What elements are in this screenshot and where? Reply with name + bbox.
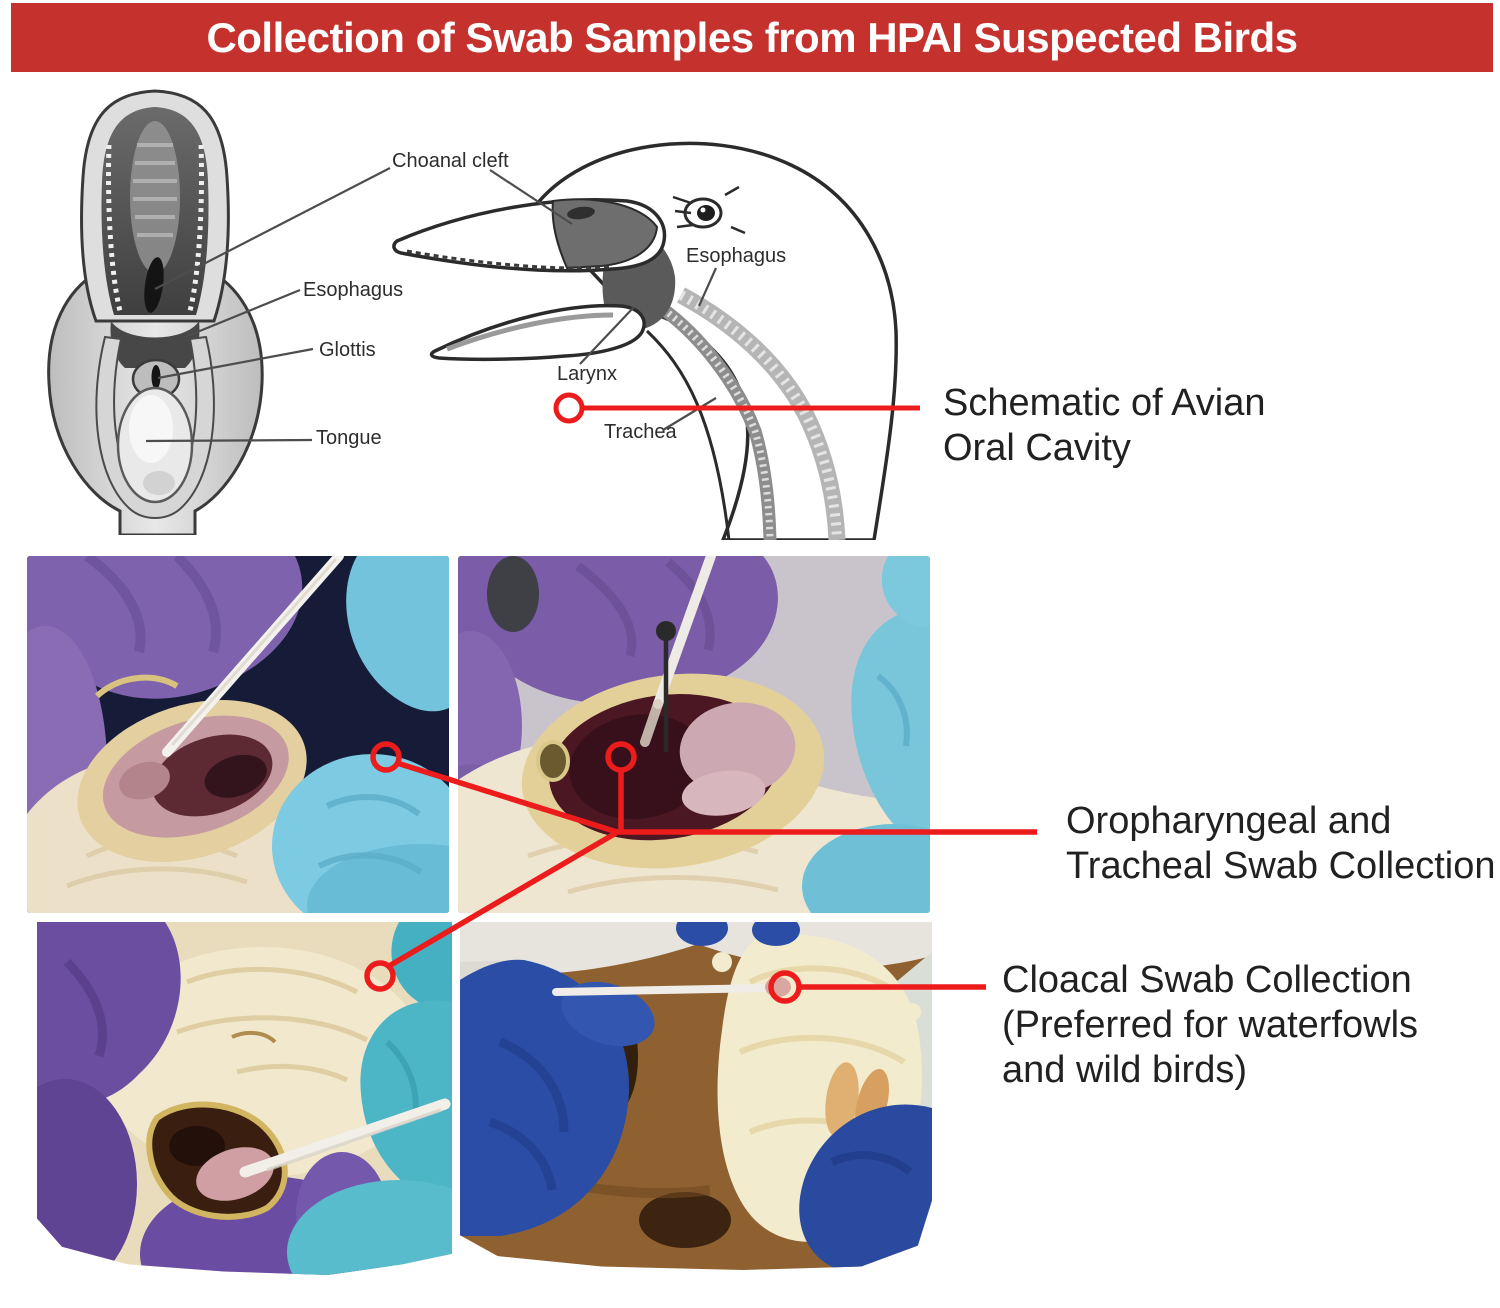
side-head-illustration <box>392 141 898 540</box>
callout-text-cloacal: Cloacal Swab Collection (Preferred for w… <box>1002 959 1419 1091</box>
callout-text-schematic: Schematic of Avian Oral Cavity <box>943 382 1266 469</box>
photo-cloacal-swab <box>460 922 932 1270</box>
label-esophagus-left: Esophagus <box>303 279 404 301</box>
label-larynx: Larynx <box>557 363 618 385</box>
label-esophagus-right: Esophagus <box>686 245 787 267</box>
photo-oropharyngeal-swab-2 <box>458 556 930 913</box>
title-banner: Collection of Swab Samples from HPAI Sus… <box>11 3 1493 72</box>
callout-text-oropharyngeal: Oropharyngeal and Tracheal Swab Collecti… <box>1066 800 1496 887</box>
photo-oropharyngeal-swab-1 <box>27 556 449 913</box>
label-choanal-cleft: Choanal cleft <box>392 150 509 172</box>
label-trachea: Trachea <box>604 421 677 443</box>
page-title: Collection of Swab Samples from HPAI Sus… <box>206 13 1298 61</box>
label-tongue: Tongue <box>316 427 382 449</box>
photo-oropharyngeal-swab-3 <box>37 922 452 1275</box>
label-glottis: Glottis <box>319 339 376 361</box>
ventral-oral-cavity-illustration <box>47 89 264 535</box>
